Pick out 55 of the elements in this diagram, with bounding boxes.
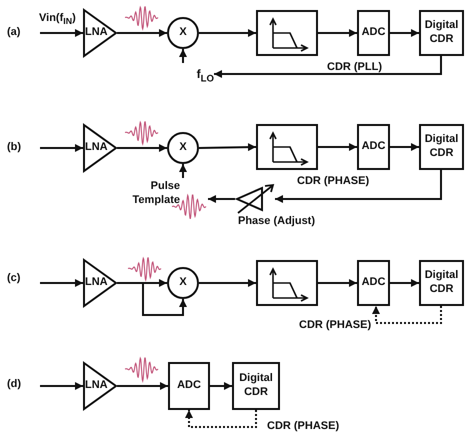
arrow bbox=[208, 195, 235, 203]
arrow bbox=[318, 29, 357, 37]
edge-label: CDR (PLL) bbox=[326, 61, 383, 73]
block-box: ADC bbox=[357, 10, 390, 56]
arrow bbox=[40, 382, 83, 390]
block-box: Digital CDR bbox=[419, 260, 464, 306]
arrow bbox=[198, 143, 256, 152]
arrow bbox=[179, 49, 187, 63]
arrow bbox=[390, 279, 419, 287]
arrow bbox=[318, 279, 357, 287]
caption-text: Phase (Adjust) bbox=[237, 215, 316, 227]
amplifier-triangle: LNA bbox=[83, 362, 117, 410]
arrow bbox=[199, 279, 256, 287]
arrow bbox=[275, 170, 442, 203]
arrow bbox=[179, 164, 187, 178]
arrow bbox=[210, 382, 232, 390]
amplifier-triangle: LNA bbox=[83, 259, 117, 307]
arrow bbox=[117, 144, 167, 152]
panel-label: (b) bbox=[6, 141, 22, 153]
panel-label: (d) bbox=[6, 378, 22, 390]
arrow bbox=[199, 29, 256, 37]
arrow bbox=[214, 56, 442, 78]
arrow bbox=[117, 382, 168, 390]
block-box: ADC bbox=[357, 260, 390, 306]
arrow bbox=[185, 410, 257, 428]
edge-label: CDR (PHASE) bbox=[266, 420, 340, 432]
filter-box bbox=[256, 10, 318, 56]
block-box: Digital CDR bbox=[419, 124, 464, 170]
mixer-circle: X bbox=[167, 17, 199, 49]
block-box: Digital CDR bbox=[232, 362, 280, 410]
mixer-circle: X bbox=[167, 267, 199, 299]
block-box: ADC bbox=[357, 124, 390, 170]
filter-box bbox=[256, 260, 318, 306]
panel-label: (a) bbox=[6, 26, 22, 38]
arrow bbox=[390, 143, 419, 151]
arrow bbox=[40, 144, 83, 152]
edge-label: Vin(f$_{IN}$) bbox=[38, 12, 77, 24]
arrow bbox=[117, 282, 187, 316]
filter-box bbox=[256, 124, 318, 170]
block-box: ADC bbox=[168, 362, 210, 410]
arrow bbox=[40, 29, 83, 37]
signal-label: Pulse Template bbox=[132, 180, 180, 208]
arrow bbox=[40, 279, 83, 287]
arrow bbox=[372, 306, 442, 324]
arrow bbox=[390, 29, 419, 37]
signal-label: f$_{LO}$ bbox=[196, 66, 214, 82]
panel-label: (c) bbox=[6, 272, 22, 284]
edge-label: CDR (PHASE) bbox=[298, 319, 372, 331]
mixer-circle: X bbox=[167, 132, 199, 164]
block-box: Digital CDR bbox=[419, 10, 464, 56]
arrow bbox=[318, 143, 357, 151]
amplifier-triangle: LNA bbox=[83, 124, 117, 172]
arrow bbox=[117, 29, 167, 37]
amplifier-triangle: LNA bbox=[83, 9, 117, 57]
edge-label: CDR (PHASE) bbox=[296, 175, 370, 187]
